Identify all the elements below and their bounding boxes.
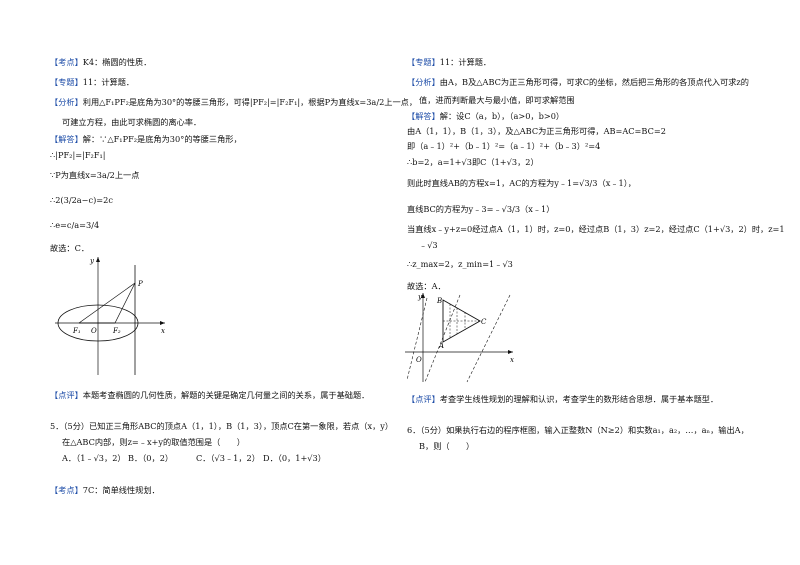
point-c-label: C	[481, 318, 487, 326]
y-axis-label: y	[89, 257, 95, 265]
ellipse-figure: y x P F₁ O F₂	[55, 257, 165, 375]
solution-line: ∴b=2，a=1+√3即C（1+√3，2）	[407, 157, 539, 167]
point-a-label: A	[438, 342, 444, 350]
analysis-cont: 值，进而判断最大与最小值，即可求解范围	[419, 95, 575, 105]
solution-line: 当直线x﹣y+z=0经过点A（1，1）时，z=0，经过点B（1，3）z=2，经过…	[407, 224, 785, 234]
point-b-label: B	[436, 297, 442, 305]
section-tag: 【点评】	[50, 390, 83, 400]
comment: 【点评】考查学生线性规划的理解和认识，考查学生的数形结合思想．属于基本题型．	[407, 394, 719, 404]
solution-title: 【解答】解：∵△F₁PF₂是底角为30°的等腰三角形，	[50, 134, 242, 144]
solution-line: ∵P为直线x=3a/2上一点	[50, 170, 140, 180]
knowledge-point-5: 【考点】7C：简单线性规划．	[50, 485, 160, 495]
solution-title: 【解答】解：设C（a，b），（a>0，b>0）	[407, 111, 565, 121]
solution-line: ∴2(3/2a−c)=2c	[50, 195, 113, 205]
section-tag: 【专题】	[50, 77, 83, 87]
section-tag: 【分析】	[407, 77, 440, 87]
x-axis-label: x	[510, 356, 514, 364]
section-tag: 【解答】	[50, 134, 83, 144]
section-tag: 【专题】	[407, 57, 440, 67]
solution-line: ∴z_max=2，z_min=1﹣√3	[407, 259, 513, 269]
option-c: C．（√3﹣1，2）	[196, 453, 260, 463]
solution-line: ∴e=c/a=3/4	[50, 220, 100, 230]
question-5-cont: 在△ABC内部，则z=﹣x+y的取值范围是（ ）	[62, 437, 245, 447]
section-tag: 【分析】	[50, 97, 83, 107]
section-tag: 【考点】	[50, 485, 83, 495]
option-d: D．（0，1+√3）	[263, 453, 326, 463]
answer: 故选：A．	[407, 281, 446, 291]
answer: 故选：C．	[50, 243, 90, 253]
analysis: 【分析】由A，B及△ABC为正三角形可得，可求C的坐标，然后把三角形的各顶点代入…	[407, 77, 749, 87]
option-b: B．（0，2）	[128, 453, 174, 463]
solution-line: 则此时直线AB的方程x=1，AC的方程为y﹣1=√3/3（x﹣1），	[407, 178, 636, 188]
origin-label: O	[416, 356, 422, 364]
solution-line-cont: ﹣√3	[419, 240, 438, 250]
question-5: 5．（5分）已知正三角形ABC的顶点A（1，1），B（1，3），顶点C在第一象限…	[50, 421, 394, 431]
solution-line: 即（a﹣1）²+（b﹣1）²=（a﹣1）²+（b﹣3）²=4	[407, 141, 601, 151]
section-tag: 【解答】	[407, 111, 440, 121]
triangle-figure: y x B C A O	[405, 293, 514, 383]
analysis: 【分析】利用△F₁PF₂是底角为30°的等腰三角形，可得|PF₂|=|F₂F₁|…	[50, 97, 418, 107]
topic: 【专题】11：计算题．	[407, 57, 492, 67]
point-p-label: P	[137, 280, 143, 288]
analysis-cont: 可建立方程，由此可求椭圆的离心率．	[62, 117, 202, 127]
solution-line: ∴|PF₂|=|F₂F₁|	[50, 150, 106, 160]
section-tag: 【点评】	[407, 394, 440, 404]
option-a: A．（1﹣√3，2）	[62, 453, 126, 463]
origin-label: O	[91, 327, 97, 335]
focus-f2-label: F₂	[112, 327, 121, 335]
question-6-cont: B，则（ ）	[419, 441, 475, 451]
focus-f1-label: F₁	[72, 327, 81, 335]
solution-line: 由A（1，1），B（1，3），及△ABC为正三角形可得，AB=AC=BC=2	[407, 126, 666, 136]
topic: 【专题】11：计算题．	[50, 77, 135, 87]
question-6: 6．（5分）如果执行右边的程序框图，输入正整数N（N≥2）和实数a₁，a₂，…，…	[407, 425, 749, 435]
solution-line: 直线BC的方程为y﹣3=﹣√3/3（x﹣1）	[407, 204, 555, 214]
comment: 【点评】本题考查椭圆的几何性质，解题的关键是确定几何量之间的关系，属于基础题．	[50, 390, 370, 400]
y-axis-label: y	[417, 293, 423, 301]
knowledge-point: 【考点】K4：椭圆的性质．	[50, 57, 152, 67]
section-tag: 【考点】	[50, 57, 83, 67]
x-axis-label: x	[161, 327, 165, 335]
